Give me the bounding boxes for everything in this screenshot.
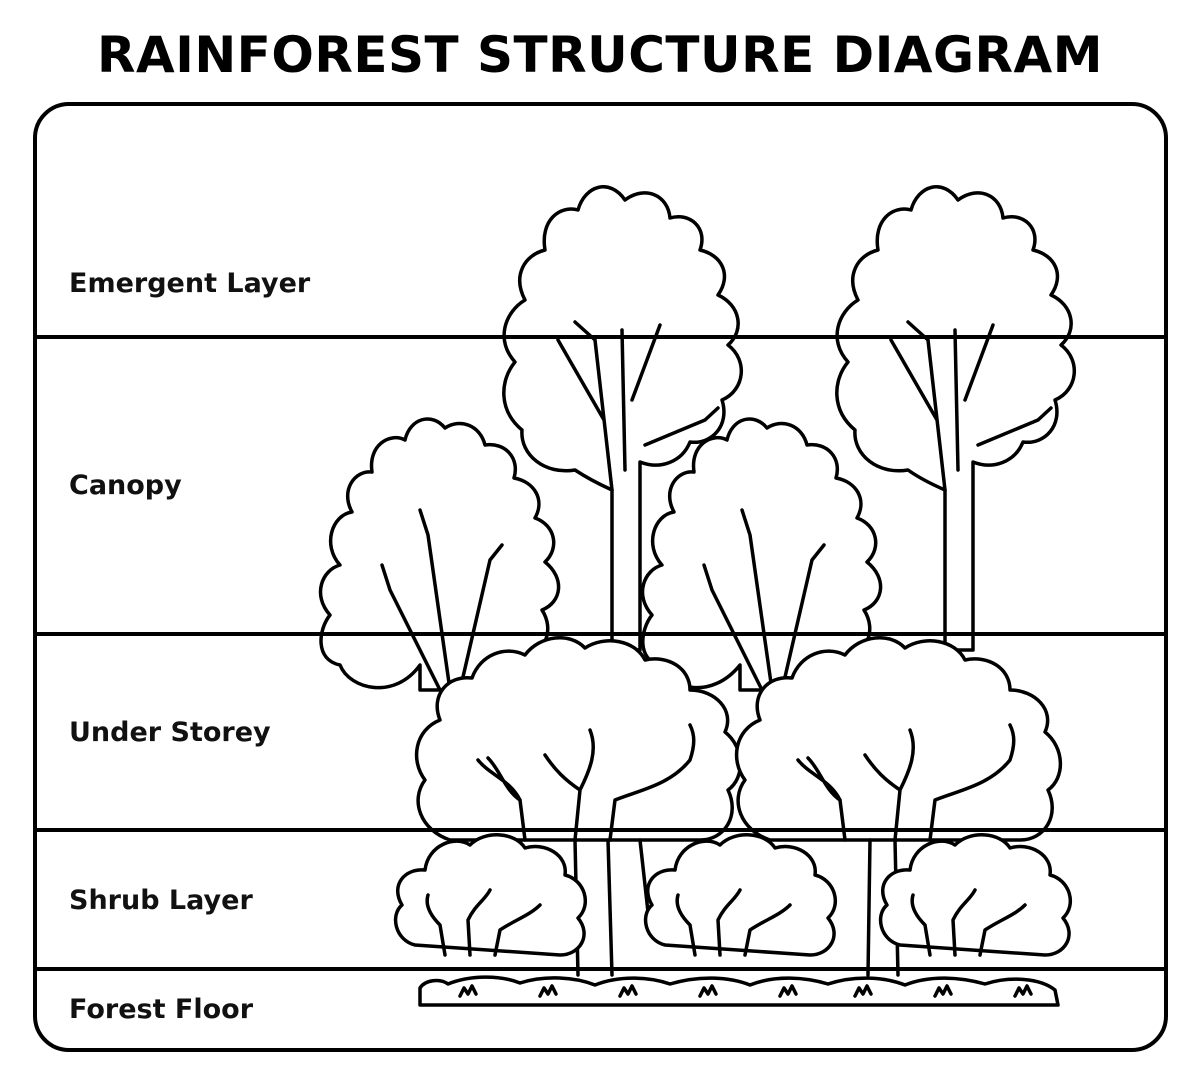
label-canopy: Canopy [69,470,182,501]
canopy-tree-center [640,417,883,692]
divider-understorey-shrub [33,828,1168,832]
shrub-left [393,833,588,957]
shrub-right [878,833,1073,957]
label-emergent-layer: Emergent Layer [69,268,311,299]
divider-emergent-canopy [33,335,1168,339]
canopy-tree-left [318,417,561,692]
divider-canopy-understorey [33,632,1168,636]
label-shrub-layer: Shrub Layer [69,885,253,916]
forest-floor-ground-cover [418,975,1060,1007]
emergent-tree-left [502,185,744,652]
understorey-bush-right [734,636,1063,842]
shrub-center [643,833,838,957]
divider-shrub-floor [33,967,1168,971]
label-under-storey: Under Storey [69,717,271,748]
label-forest-floor: Forest Floor [69,994,254,1025]
diagram-frame [33,102,1168,1052]
emergent-tree-right [835,185,1077,652]
diagram-title: RAINFOREST STRUCTURE DIAGRAM [97,26,1103,84]
